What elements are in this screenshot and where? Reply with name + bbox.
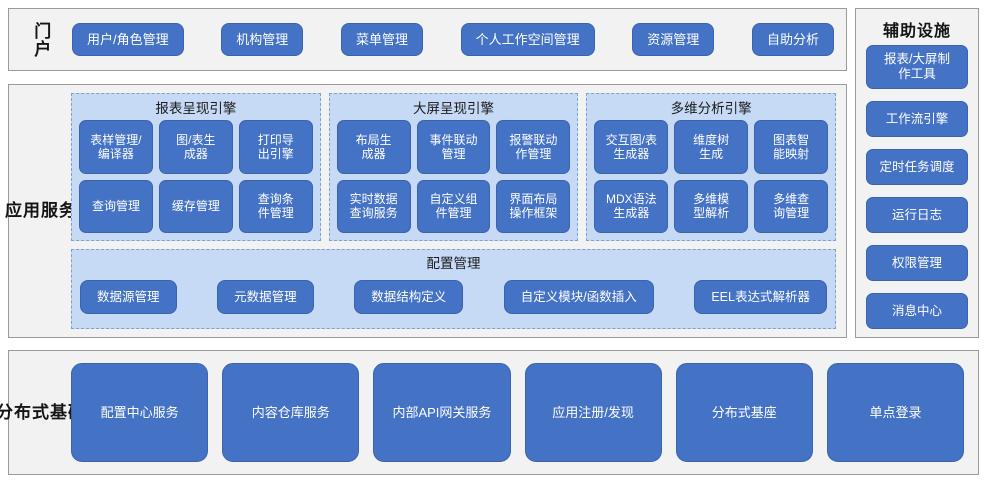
aux-item-message-center[interactable]: 消息中心 (866, 293, 968, 329)
engine-multidimensional-analysis-items: 交互图/表 生成器 维度树 生成 图表智 能映射 MDX语法 生成器 多维模 型… (594, 120, 829, 233)
dist-item-internal-api-gateway-service[interactable]: 内部API网关服务 (373, 363, 511, 462)
aux-item-runtime-log[interactable]: 运行日志 (866, 197, 968, 233)
portal-item-organization-management[interactable]: 机构管理 (221, 23, 304, 56)
application-services-panel: 应用服务 报表呈现引擎 表样管理/ 编译器 图/表生 成器 打印导 出引擎 查询… (5, 84, 847, 338)
engine-item-query-condition-management[interactable]: 查询条 件管理 (238, 179, 313, 233)
configuration-management-group: 配置管理 数据源管理 元数据管理 数据结构定义 自定义模块/函数插入 EEL表达… (71, 249, 836, 329)
engine-item-multidimensional-query-management[interactable]: 多维查 询管理 (754, 179, 829, 233)
config-item-data-structure-definition[interactable]: 数据结构定义 (354, 280, 464, 314)
config-item-eel-expression-parser[interactable]: EEL表达式解析器 (694, 280, 827, 314)
engine-item-event-linkage-management[interactable]: 事件联动 管理 (416, 120, 491, 174)
engine-item-alarm-linkage-action-management[interactable]: 报警联动 作管理 (496, 120, 571, 174)
engine-large-screen-rendering-items: 布局生 成器 事件联动 管理 报警联动 作管理 实时数据 查询服务 自定义组 件… (336, 120, 571, 233)
portal-item-list: 用户/角色管理 机构管理 菜单管理 个人工作空间管理 资源管理 自助分析 (72, 9, 834, 70)
engine-item-dimension-tree-generation[interactable]: 维度树 生成 (674, 120, 749, 174)
engine-item-layout-generator[interactable]: 布局生 成器 (336, 120, 411, 174)
portal-item-user-role-management[interactable]: 用户/角色管理 (72, 23, 184, 56)
engine-large-screen-rendering: 大屏呈现引擎 布局生 成器 事件联动 管理 报警联动 作管理 实时数据 查询服务… (328, 93, 579, 241)
portal-item-resource-management[interactable]: 资源管理 (632, 23, 715, 56)
dist-item-application-registry-discovery[interactable]: 应用注册/发现 (524, 363, 662, 462)
auxiliary-facilities-list: 报表/大屏制 作工具 工作流引擎 定时任务调度 运行日志 权限管理 消息中心 (866, 45, 968, 329)
engine-report-rendering: 报表呈现引擎 表样管理/ 编译器 图/表生 成器 打印导 出引擎 查询管理 缓存… (71, 93, 321, 241)
portal-item-self-service-analysis[interactable]: 自助分析 (751, 23, 834, 56)
engine-item-print-export-engine[interactable]: 打印导 出引擎 (238, 120, 313, 174)
engine-large-screen-rendering-title: 大屏呈现引擎 (413, 101, 494, 116)
configuration-management-title: 配置管理 (426, 256, 481, 271)
engine-item-chart-table-generator[interactable]: 图/表生 成器 (158, 120, 233, 174)
application-services-band-label: 应用服务 (5, 201, 77, 221)
portal-band-label: 门户 (31, 21, 51, 58)
dist-item-config-center-service[interactable]: 配置中心服务 (71, 363, 209, 462)
aux-item-permission-management[interactable]: 权限管理 (866, 245, 968, 281)
distributed-foundation-list: 配置中心服务 内容仓库服务 内部API网关服务 应用注册/发现 分布式基座 单点… (71, 363, 965, 462)
dist-item-single-sign-on[interactable]: 单点登录 (826, 363, 965, 462)
engines-row: 报表呈现引擎 表样管理/ 编译器 图/表生 成器 打印导 出引擎 查询管理 缓存… (71, 93, 837, 241)
engine-report-rendering-items: 表样管理/ 编译器 图/表生 成器 打印导 出引擎 查询管理 缓存管理 查询条 … (79, 120, 313, 233)
portal-panel: 门户 用户/角色管理 机构管理 菜单管理 个人工作空间管理 资源管理 自助分析 (8, 8, 847, 71)
application-services-body: 报表呈现引擎 表样管理/ 编译器 图/表生 成器 打印导 出引擎 查询管理 缓存… (71, 93, 837, 329)
engine-item-custom-component-management[interactable]: 自定义组 件管理 (416, 179, 491, 233)
engine-multidimensional-analysis: 多维分析引擎 交互图/表 生成器 维度树 生成 图表智 能映射 MDX语法 生成… (586, 93, 837, 241)
engine-item-query-management[interactable]: 查询管理 (79, 179, 153, 233)
config-item-datasource-management[interactable]: 数据源管理 (80, 280, 177, 314)
engine-item-interactive-chart-table-generator[interactable]: 交互图/表 生成器 (594, 120, 669, 174)
engine-item-ui-layout-operation-framework[interactable]: 界面布局 操作框架 (496, 179, 571, 233)
engine-report-rendering-title: 报表呈现引擎 (155, 101, 237, 116)
engine-item-template-management-compiler[interactable]: 表样管理/ 编译器 (79, 120, 153, 174)
aux-item-report-dashboard-authoring-tool[interactable]: 报表/大屏制 作工具 (866, 45, 968, 89)
engine-item-chart-smart-mapping[interactable]: 图表智 能映射 (754, 120, 829, 174)
dist-item-distributed-base[interactable]: 分布式基座 (675, 363, 813, 462)
configuration-management-items: 数据源管理 元数据管理 数据结构定义 自定义模块/函数插入 EEL表达式解析器 (80, 274, 827, 320)
engine-multidimensional-analysis-title: 多维分析引擎 (670, 101, 752, 116)
config-item-metadata-management[interactable]: 元数据管理 (217, 280, 314, 314)
engine-item-mdx-syntax-generator[interactable]: MDX语法 生成器 (594, 179, 669, 233)
engine-item-realtime-data-query-service[interactable]: 实时数据 查询服务 (336, 179, 411, 233)
distributed-foundation-band-label: 分布式基础 (0, 402, 86, 422)
config-item-custom-module-function-insertion[interactable]: 自定义模块/函数插入 (503, 280, 654, 314)
aux-item-scheduled-task-scheduler[interactable]: 定时任务调度 (866, 149, 968, 185)
distributed-foundation-panel: 分布式基础 配置中心服务 内容仓库服务 内部API网关服务 应用注册/发现 分布… (0, 350, 979, 475)
dist-item-content-repository-service[interactable]: 内容仓库服务 (222, 363, 360, 462)
portal-item-personal-workspace-management[interactable]: 个人工作空间管理 (460, 23, 595, 56)
portal-item-menu-management[interactable]: 菜单管理 (340, 23, 423, 56)
engine-item-multidimensional-model-parsing[interactable]: 多维模 型解析 (674, 179, 749, 233)
auxiliary-facilities-title: 辅助设施 (882, 23, 951, 40)
aux-item-workflow-engine[interactable]: 工作流引擎 (866, 101, 968, 137)
engine-item-cache-management[interactable]: 缓存管理 (158, 179, 233, 233)
auxiliary-facilities-panel: 辅助设施 报表/大屏制 作工具 工作流引擎 定时任务调度 运行日志 权限管理 消… (855, 8, 979, 338)
